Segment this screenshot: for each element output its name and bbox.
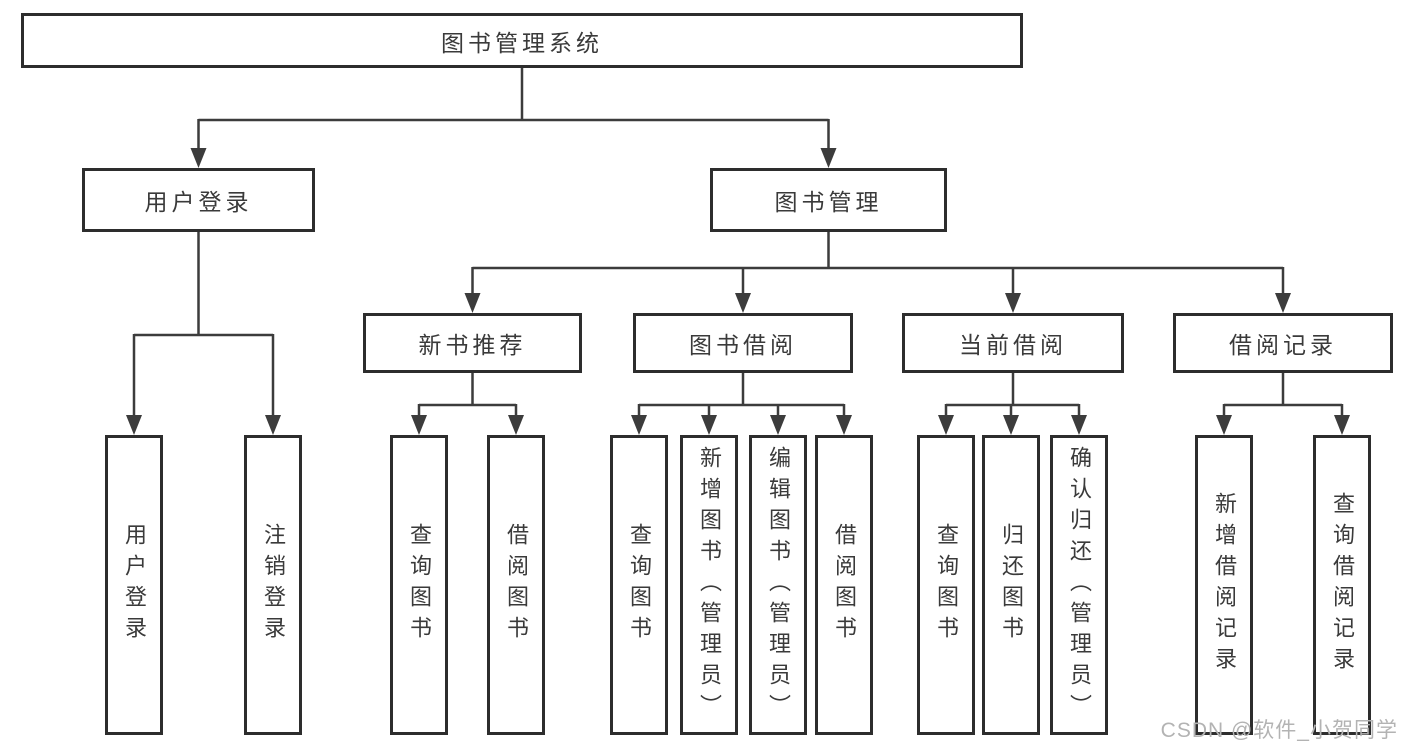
arrowheads [126,148,1350,435]
arrow-down-icon [265,415,281,435]
connector-user-login-children [132,232,275,419]
arrow-down-icon [735,293,751,313]
connector-root-to-level2 [197,68,830,152]
leaf-query-books-3: 查询图书 [917,435,975,735]
leaf-add-books-admin: 新增图书（管理员） [680,435,738,735]
leaf-borrow-books-1: 借阅图书 [487,435,545,735]
leaf-add-borrow-record: 新增借阅记录 [1195,435,1253,735]
connector-new-book-children [417,373,518,419]
arrow-down-icon [820,148,837,168]
leaf-return-books: 归还图书 [982,435,1040,735]
node-new-book-recommend: 新书推荐 [363,313,582,373]
leaf-user-login: 用户登录 [105,435,163,735]
arrow-down-icon [508,415,524,435]
leaf-confirm-return-admin: 确认归还（管理员） [1050,435,1108,735]
arrow-down-icon [1071,415,1087,435]
leaf-query-borrow-record: 查询借阅记录 [1313,435,1371,735]
arrow-down-icon [631,415,647,435]
node-borrow-record: 借阅记录 [1173,313,1393,373]
arrow-down-icon [1005,293,1021,313]
node-user-login: 用户登录 [82,168,315,232]
arrow-down-icon [938,415,954,435]
connector-lines [132,68,1344,419]
arrow-down-icon [1334,415,1350,435]
csdn-watermark: CSDN @软件_小贺同学 [1160,719,1398,742]
connector-borrow-record-children [1222,373,1344,419]
leaf-query-books-2: 查询图书 [610,435,668,735]
arrow-down-icon [1216,415,1232,435]
leaf-borrow-books-2: 借阅图书 [815,435,873,735]
leaf-logout: 注销登录 [244,435,302,735]
leaf-query-books-1: 查询图书 [390,435,448,735]
leaf-edit-books-admin: 编辑图书（管理员） [749,435,807,735]
arrow-down-icon [190,148,207,168]
arrow-down-icon [836,415,852,435]
arrow-down-icon [770,415,786,435]
node-book-borrow: 图书借阅 [633,313,853,373]
arrow-down-icon [701,415,717,435]
arrow-down-icon [411,415,427,435]
connector-book-mgmt-to-level3 [471,232,1285,297]
node-book-management: 图书管理 [710,168,947,232]
arrow-down-icon [1003,415,1019,435]
arrow-down-icon [1275,293,1291,313]
connector-book-borrow-children [637,373,846,419]
arrow-down-icon [464,293,481,313]
node-current-borrow: 当前借阅 [902,313,1124,373]
node-root-library-system: 图书管理系统 [21,13,1023,68]
arrow-down-icon [126,415,142,435]
connector-current-borrow-children [944,373,1081,419]
